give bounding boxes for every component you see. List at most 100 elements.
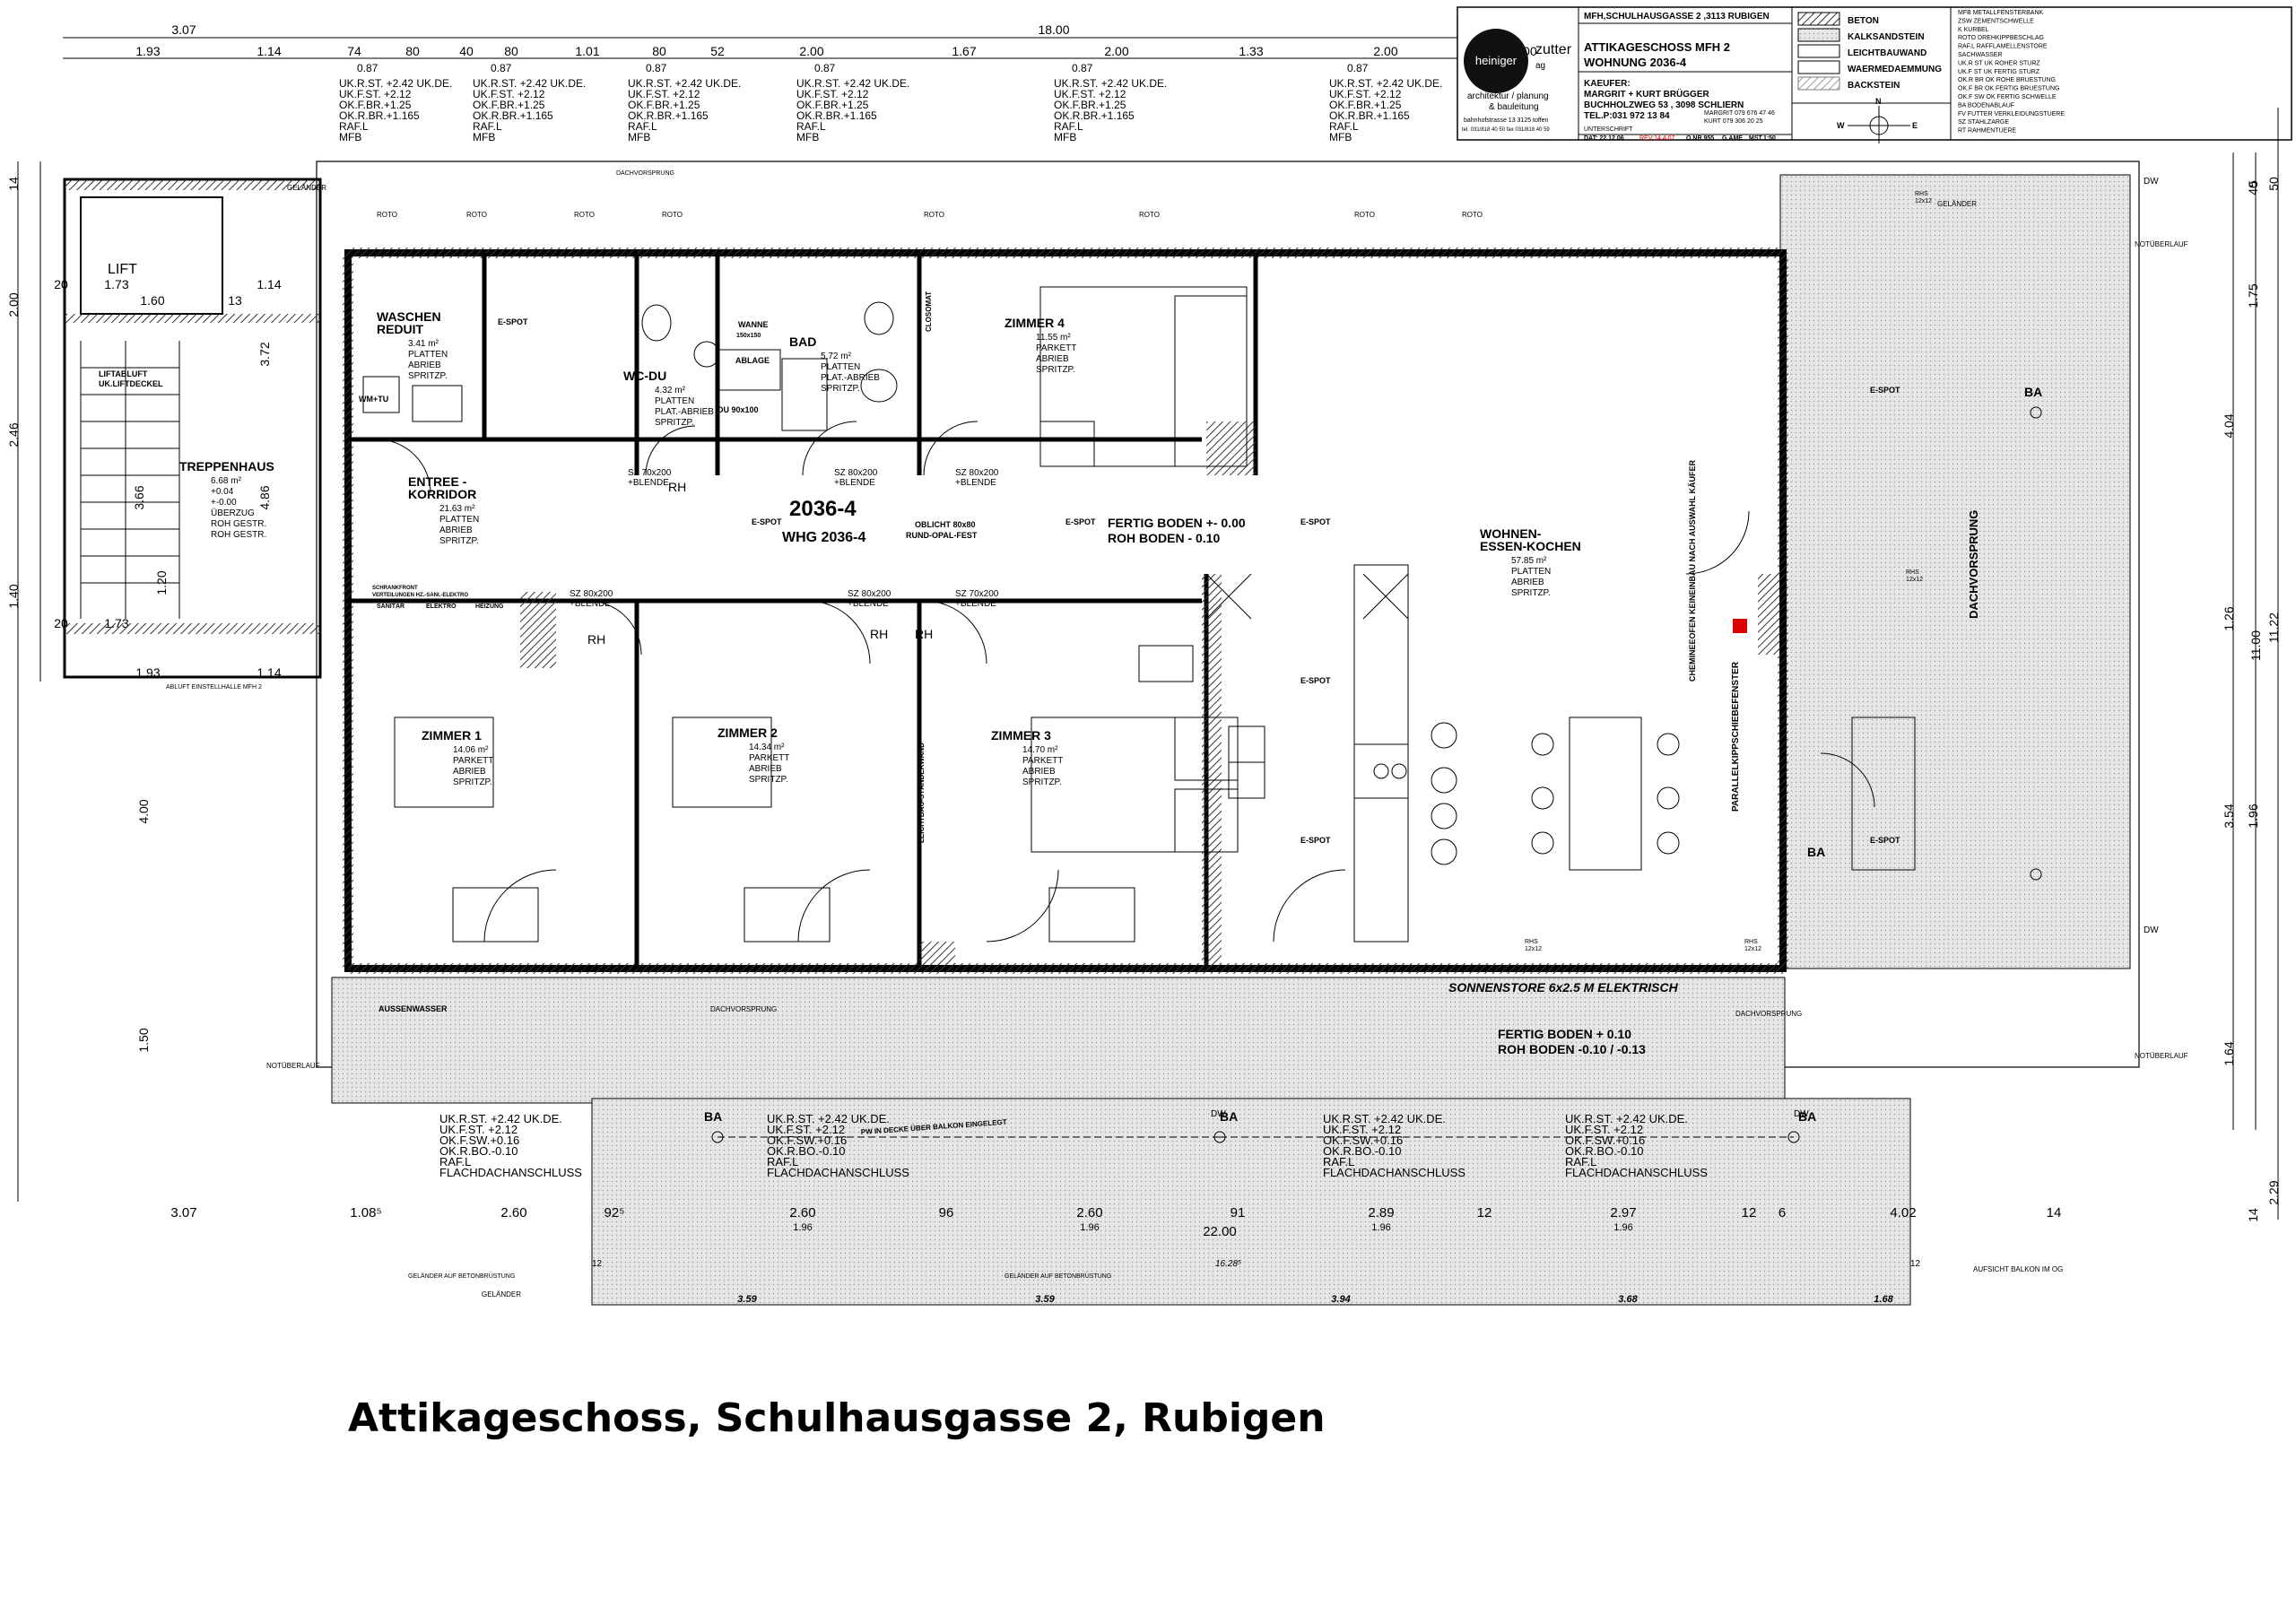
misc-label: SANITÄR [377, 603, 404, 610]
window-note: UK.R.ST. +2.42 UK.DE. [1329, 77, 1442, 90]
window-note: RAF.L [1054, 120, 1083, 133]
room-attribute: ABRIEB [453, 767, 486, 777]
window-note: MFB [1329, 131, 1352, 143]
dimension-label: 2.00 [799, 44, 823, 58]
window-note: OK.F.BR.+1.25 [1329, 99, 1402, 111]
balcony-note: UK.F.ST. +2.12 [1565, 1123, 1643, 1136]
balcony-note: UK.F.ST. +2.12 [439, 1123, 517, 1136]
firm-address: bahnhofstrasse 13 3125 toffen [1464, 117, 1549, 124]
room-attribute: ÜBERZUG [211, 508, 255, 518]
window-note: OK.F.BR.+1.25 [473, 99, 545, 111]
misc-label: RHS [1915, 191, 1928, 197]
room-name: ENTREE - [408, 474, 467, 489]
sunshade-label: SONNENSTORE 6x2.5 M ELEKTRISCH [1448, 980, 1679, 995]
firm-phone: tel. 031/818 40 50 fax 031/818 40 59 [1462, 127, 1550, 133]
misc-label: RH [870, 627, 888, 641]
espot-label: E-SPOT [752, 517, 782, 526]
balcony-note: UK.F.ST. +2.12 [1323, 1123, 1401, 1136]
espot-label: E-SPOT [498, 317, 528, 326]
abbreviation-entry: UK.F ST UK FERTIG STURZ [1958, 69, 2040, 75]
dimension-label: 2.00 [1373, 44, 1397, 58]
misc-label: CLOSOMAT [925, 291, 933, 332]
misc-label: RH [915, 627, 933, 641]
room-name: ZIMMER 2 [718, 725, 778, 740]
title-block: MFH,SCHULHAUSGASSE 2 ,3113 RUBIGEN ATTIK… [1457, 6, 2292, 143]
abbreviation-entry: MFB METALLFENSTERBANK [1958, 10, 2043, 16]
misc-label: RHS [1744, 939, 1758, 945]
balcony-note: OK.R.BO.-0.10 [439, 1144, 517, 1158]
window-roto-label: ROTO [1327, 966, 1348, 974]
dimension-label: 1.67 [952, 44, 976, 58]
abbreviation-entry: RAF.L RAFFLAMELLENSTORE [1958, 44, 2048, 50]
door-label: SZ 80x200 [848, 589, 891, 599]
dimension-label: 1.14 [257, 44, 281, 58]
window-note: UK.F.ST. +2.12 [1329, 88, 1402, 100]
window-roto-label: ROTO [1462, 211, 1483, 219]
dimension-label: 2.60 [789, 1205, 815, 1220]
abbreviation-entry: ROTO DREHKIPPBESCHLAG [1958, 35, 2044, 41]
floor-level-label: ROH BODEN - 0.10 [1108, 531, 1220, 545]
dimension-label: 2.60 [500, 1205, 526, 1220]
room-attribute: SPRITZP. [749, 775, 788, 785]
balcony-note: UK.R.ST. +2.42 UK.DE. [1323, 1112, 1446, 1125]
room-attribute: ABRIEB [439, 526, 473, 535]
door-label: SZ 70x200 [628, 468, 672, 478]
window-note: UK.F.ST. +2.12 [473, 88, 545, 100]
misc-label: GELÄNDER [287, 184, 326, 192]
abbreviation-entry: RT RAHMENTUERE [1958, 128, 2016, 135]
misc-label: HEIZUNG [475, 604, 504, 610]
door-label: +BLENDE [570, 599, 611, 609]
sheet-title: ATTIKAGESCHOSS MFH 2 [1584, 40, 1730, 54]
room-attribute: SPRITZP. [1036, 365, 1075, 375]
window-sill-label: 0.87 [491, 62, 512, 74]
firm-logo-right: zutter [1535, 42, 1572, 57]
north-arrow-icon: W E N [1837, 97, 1918, 143]
room-name: KORRIDOR [408, 487, 476, 501]
furniture [362, 286, 1916, 942]
dimension-label: 4.86 [257, 485, 272, 509]
window-sill-label: 0.87 [814, 62, 836, 74]
room-attribute: SPRITZP. [408, 371, 448, 381]
roof-overhang-label: DACHVORSPRUNG [1735, 1010, 1802, 1018]
espot-label: E-SPOT [1870, 836, 1900, 845]
dimension-label: 3.94 [1331, 1294, 1350, 1305]
kaeufer-name: MARGRIT + KURT BRÜGGER [1584, 88, 1710, 100]
window-sill-label: 0.87 [1347, 62, 1369, 74]
dimension-total: 22.00 [1203, 1224, 1237, 1239]
svg-text:N: N [1875, 97, 1882, 106]
firm-logo-text: heiniger [1474, 54, 1518, 67]
misc-label: ABLUFT EINSTELLHALLE MFH 2 [166, 684, 262, 691]
dimension-label: 40 [459, 44, 474, 58]
room-name: ZIMMER 4 [1004, 316, 1065, 330]
misc-label: 12x12 [1915, 198, 1932, 204]
legend-kalksandstein: KALKSANDSTEIN [1848, 32, 1925, 42]
window-note: OK.R.BR.+1.165 [628, 109, 709, 122]
dimension-label: 1.64 [2222, 1041, 2236, 1065]
room-name: WASCHEN [377, 309, 441, 324]
misc-label: LIFTABLUFT [99, 369, 148, 378]
window-note: OK.R.BR.+1.165 [339, 109, 420, 122]
window-roto-label: ROTO [1139, 211, 1160, 219]
floor-level-label: FERTIG BODEN + 0.10 [1498, 1027, 1631, 1041]
misc-label: ELEKTRO [426, 604, 457, 610]
dimension-label: 4.02 [1890, 1205, 1916, 1220]
door-swings [376, 421, 1875, 942]
misc-label: NOTÜBERLAUF [266, 1062, 320, 1070]
dimension-label: 50 [2266, 177, 2281, 191]
room-attribute: SPRITZP. [821, 384, 860, 394]
misc-label: WANNE [738, 320, 769, 329]
misc-label: GELÄNDER AUF BETONBRÜSTUNG [408, 1273, 515, 1280]
window-sill-label: 0.87 [1072, 62, 1093, 74]
window-roto-label: ROTO [574, 966, 595, 974]
misc-label: RH [668, 480, 686, 494]
drain-label: BA [1798, 1109, 1816, 1124]
room-name: BAD [789, 334, 816, 349]
dimension-label: 74 [347, 44, 361, 58]
dimension-label: 96 [939, 1205, 954, 1220]
room-attribute: SPRITZP. [453, 777, 492, 787]
misc-label: DW [2144, 177, 2159, 187]
dimension-label: 1.01 [575, 44, 599, 58]
material-legend: BETON KALKSANDSTEIN LEICHTBAUWAND WAERME… [1797, 12, 1942, 91]
kaeufer-address: BUCHHOLZWEG 53 , 3098 SCHLIERN [1584, 100, 1744, 110]
dimension-label: 1.96 [1080, 1222, 1099, 1233]
